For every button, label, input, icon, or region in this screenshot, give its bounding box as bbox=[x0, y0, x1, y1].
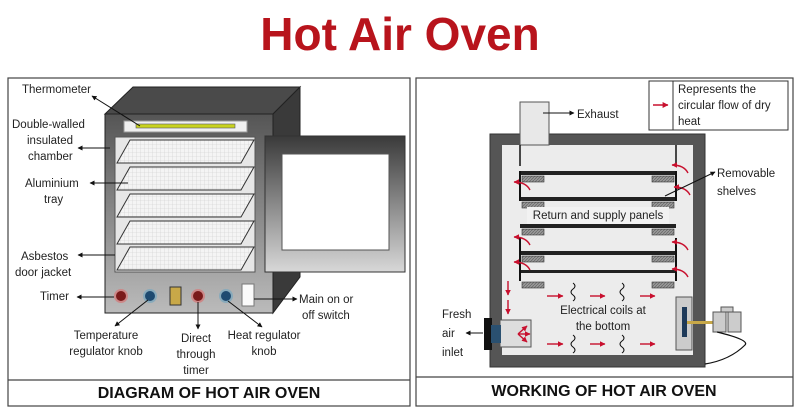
direct-knob-icon bbox=[191, 289, 205, 303]
temperature-knob-icon bbox=[143, 289, 157, 303]
main-switch-icon bbox=[241, 283, 255, 307]
label-tray-1: Aluminium bbox=[25, 178, 79, 190]
label-coils-1: Electrical coils at bbox=[560, 305, 646, 317]
exhaust-duct bbox=[519, 101, 550, 146]
label-switch-2: off switch bbox=[302, 310, 350, 322]
timer-switch-icon bbox=[169, 286, 182, 306]
legend: Represents the circular flow of dry heat bbox=[648, 80, 789, 131]
air-flow-arrows bbox=[505, 162, 691, 347]
page-title: Hot Air Oven bbox=[260, 8, 540, 60]
label-heat-knob-1: Heat regulator bbox=[228, 330, 301, 342]
label-chamber-2: insulated bbox=[27, 135, 73, 147]
right-caption: WORKING OF HOT AIR OVEN bbox=[491, 383, 716, 400]
label-shelves-2: shelves bbox=[717, 186, 756, 198]
label-temp-knob-2: regulator knob bbox=[69, 346, 143, 358]
right-labels: Exhaust Removable shelves Return and sup… bbox=[442, 109, 775, 359]
label-inlet-1: Fresh bbox=[442, 309, 471, 321]
left-frame bbox=[7, 77, 411, 407]
left-caption: DIAGRAM OF HOT AIR OVEN bbox=[98, 385, 321, 402]
label-tray-2: tray bbox=[44, 194, 63, 206]
label-panels: Return and supply panels bbox=[533, 210, 664, 222]
right-diagram: WORKING OF HOT AIR OVEN Represents the c… bbox=[415, 77, 794, 407]
power-cable bbox=[704, 331, 747, 365]
motor-icon bbox=[712, 311, 727, 333]
leader-lines bbox=[76, 95, 298, 330]
label-chamber-3: chamber bbox=[28, 151, 73, 163]
return-supply-panels bbox=[521, 175, 675, 289]
right-leader-lines bbox=[465, 110, 716, 336]
shelves bbox=[519, 171, 677, 281]
oven-body bbox=[103, 85, 406, 315]
label-coils-2: the bottom bbox=[576, 321, 630, 333]
label-inlet-3: inlet bbox=[442, 347, 464, 359]
label-direct-3: timer bbox=[183, 365, 209, 377]
label-thermometer: Thermometer bbox=[22, 84, 91, 96]
label-switch-1: Main on or bbox=[299, 294, 354, 306]
timer-knob-icon bbox=[114, 289, 128, 303]
label-chamber-1: Double-walled bbox=[12, 119, 85, 131]
left-labels: Thermometer Double-walled insulated cham… bbox=[12, 84, 354, 377]
left-diagram: DIAGRAM OF HOT AIR OVEN bbox=[7, 77, 411, 407]
legend-line-2: circular flow of dry bbox=[678, 100, 771, 112]
label-direct-1: Direct bbox=[181, 333, 212, 345]
label-temp-knob-1: Temperature bbox=[74, 330, 139, 342]
label-jacket-1: Asbestos bbox=[21, 251, 69, 263]
label-heat-knob-2: knob bbox=[252, 346, 277, 358]
oven-cross-section bbox=[484, 101, 747, 368]
legend-line-3: heat bbox=[678, 116, 701, 128]
label-direct-2: through bbox=[176, 349, 215, 361]
right-frame bbox=[415, 77, 794, 407]
door-window bbox=[281, 153, 390, 251]
heat-knob-icon bbox=[219, 289, 233, 303]
heating-coils bbox=[570, 282, 625, 354]
label-exhaust: Exhaust bbox=[577, 109, 619, 121]
label-timer: Timer bbox=[40, 291, 69, 303]
label-shelves-1: Removable bbox=[717, 168, 775, 180]
legend-line-1: Represents the bbox=[678, 84, 756, 96]
label-inlet-2: air bbox=[442, 328, 455, 340]
thermometer-icon bbox=[135, 123, 236, 129]
trays bbox=[116, 139, 255, 271]
label-jacket-2: door jacket bbox=[15, 267, 72, 279]
